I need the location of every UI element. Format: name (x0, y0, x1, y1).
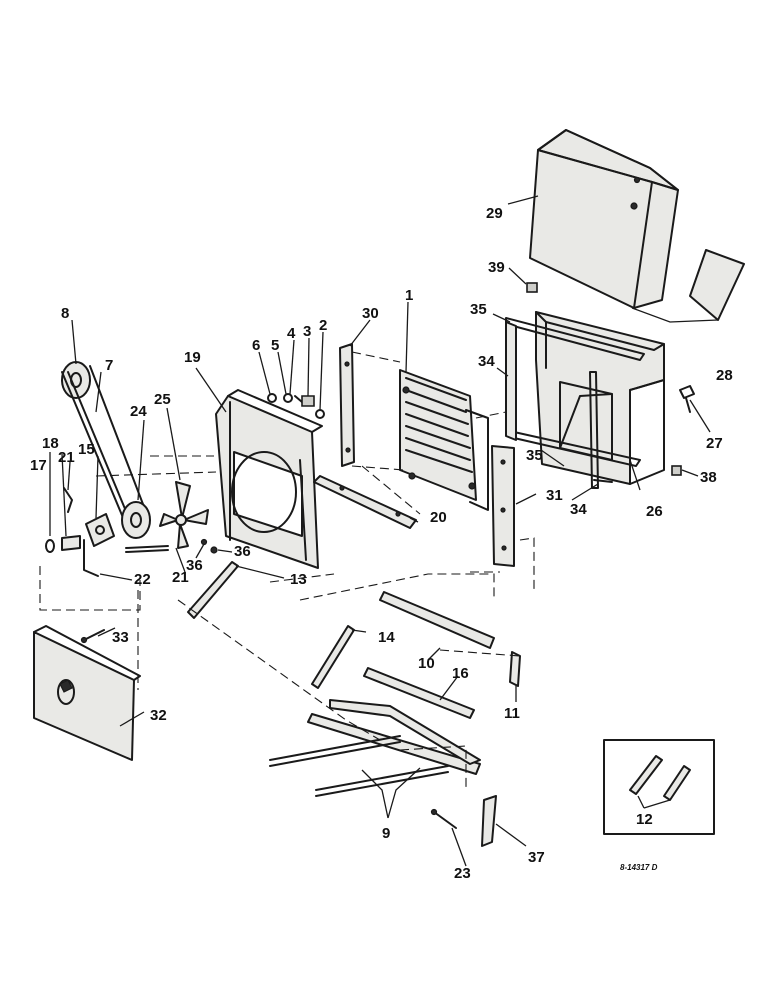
callout-label: 10 (418, 655, 435, 672)
part-25-fan (159, 481, 209, 549)
callout-label: 28 (716, 367, 733, 384)
part-19-fan-shroud (215, 389, 323, 569)
part-38-clip (671, 465, 682, 476)
part-24-pulley (121, 501, 151, 539)
callout-label: 8 (61, 305, 69, 322)
callout-label: 36 (186, 557, 203, 574)
part-20-bar (313, 475, 417, 529)
part-27-bracket (679, 385, 695, 413)
callout-label: 6 (252, 337, 260, 354)
part-28-panel (631, 249, 745, 323)
callout-label: 17 (30, 457, 47, 474)
callout-label: 29 (486, 205, 503, 222)
callout-label: 4 (287, 325, 296, 342)
part-30-strip (339, 343, 355, 467)
callout-label: 37 (528, 849, 545, 866)
callout-label: 21 (58, 449, 75, 466)
part-23-bolt (430, 808, 457, 829)
callout-label: 20 (430, 509, 447, 526)
callout-label: 35 (526, 447, 543, 464)
callout-label: 25 (154, 391, 171, 408)
callout-label: 5 (271, 337, 279, 354)
part-15-idler (85, 513, 115, 547)
callout-label: 21 (172, 569, 189, 586)
callouts: 1 2 3 4 5 6 7 8 9 10 11 12 13 14 15 16 1… (30, 205, 733, 882)
part-11-bracket (509, 651, 521, 687)
callout-label: 13 (290, 571, 307, 588)
part-22-rod (83, 539, 99, 577)
parts-17-18-washer-pin (45, 535, 81, 553)
callout-label: 12 (636, 811, 653, 828)
part-34-gaskets (505, 321, 613, 483)
callout-label: 34 (570, 501, 587, 518)
phantom-lines (39, 351, 535, 790)
part-33-bolt (80, 629, 105, 644)
callout-label: 36 (234, 543, 251, 560)
part-21-rods (63, 487, 169, 553)
callout-label: 11 (504, 705, 520, 722)
callout-label: 23 (454, 865, 471, 882)
callout-label: 39 (488, 259, 505, 276)
drawing-number: 8-14317 D (620, 863, 658, 872)
callout-label: 16 (452, 665, 469, 682)
parts-2-to-6-fittings (267, 393, 325, 419)
callout-label: 27 (706, 435, 723, 452)
callout-label: 2 (319, 317, 327, 334)
leader-lines (49, 195, 711, 867)
callout-label: 26 (646, 503, 663, 520)
part-14-brace (311, 625, 355, 689)
detail-box-12 (603, 739, 715, 835)
callout-label: 1 (405, 287, 413, 304)
callout-label: 30 (362, 305, 379, 322)
callout-label: 33 (112, 629, 129, 646)
part-31-strip (491, 445, 515, 567)
part-36-bolts (200, 538, 218, 554)
callout-label: 34 (478, 353, 495, 370)
callout-label: 19 (184, 349, 201, 366)
part-10-bracket (379, 591, 495, 649)
callout-label: 31 (546, 487, 563, 504)
part-26-shroud-box (535, 311, 665, 485)
part-1-radiator (399, 369, 489, 511)
callout-label: 7 (105, 357, 113, 374)
part-32-panel (33, 625, 141, 761)
callout-label: 35 (470, 301, 487, 318)
callout-label: 38 (700, 469, 717, 486)
part-9-frame (269, 699, 481, 797)
part-16-rail (363, 667, 475, 719)
callout-label: 18 (42, 435, 59, 452)
callout-label: 14 (378, 629, 395, 646)
part-7-belt (61, 365, 147, 521)
part-37-bracket (481, 795, 497, 847)
callout-label: 15 (78, 441, 95, 458)
callout-label: 24 (130, 403, 147, 420)
part-39-clip (526, 282, 538, 293)
callout-label: 3 (303, 323, 311, 340)
part-29-hood (529, 129, 679, 309)
callout-label: 22 (134, 571, 151, 588)
callout-label: 9 (382, 825, 390, 842)
callout-label: 32 (150, 707, 167, 724)
